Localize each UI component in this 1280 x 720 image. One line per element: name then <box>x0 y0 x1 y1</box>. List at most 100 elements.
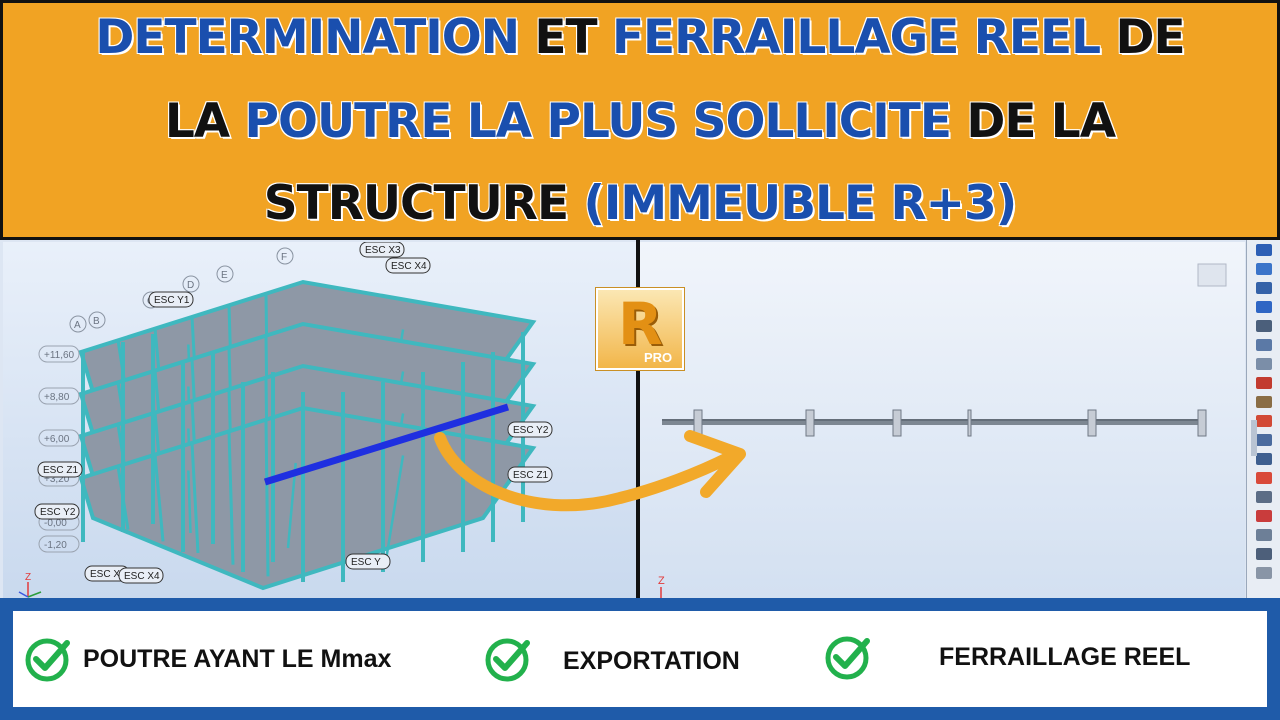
spring-icon[interactable] <box>1256 434 1272 446</box>
viewport-divider[interactable] <box>636 240 640 598</box>
structure-model: ABCDEF+11,60+8,80+6,00+3,20-0,00-1,20ESC… <box>18 242 553 598</box>
checklist-item-mmax: POUTRE AYANT LE Mmax <box>83 645 392 673</box>
esc-tag-label: ESC X1 <box>90 569 126 580</box>
title-line-2: LA POUTRE LA PLUS SOLLICITE DE LA <box>3 92 1277 152</box>
esc-tag-label: ESC X3 <box>365 245 401 256</box>
grid-axis-label: D <box>187 280 194 291</box>
esc-tag <box>359 242 405 258</box>
robot-logo-sub: PRO <box>644 350 673 365</box>
title-segment: ET <box>534 10 612 66</box>
esc-tag <box>148 291 194 308</box>
beam-support[interactable] <box>1087 409 1097 437</box>
title-banner: DETERMINATION ET FERRAILLAGE REEL DE LA … <box>0 0 1280 240</box>
bracket-icon[interactable] <box>1256 472 1272 484</box>
axis-z-label: Z <box>658 575 665 587</box>
check-circle-icon <box>485 638 530 682</box>
level-marker <box>38 345 80 363</box>
export-icon[interactable] <box>1256 529 1272 541</box>
structure-icon[interactable] <box>1256 263 1272 275</box>
esc-tag <box>385 257 431 274</box>
robot-logo-letter: R <box>618 290 663 358</box>
grid-axis-marker <box>88 311 106 329</box>
esc-tag <box>118 567 164 584</box>
robot-logo-icon: R PRO <box>596 288 684 370</box>
highlighted-beam[interactable] <box>263 403 510 486</box>
beam-icon[interactable] <box>1256 339 1272 351</box>
cloud-icon[interactable] <box>1256 567 1272 579</box>
title-segment: DE <box>1115 10 1186 66</box>
beam-drawing: Z <box>658 263 1227 598</box>
esc-tag-label: ESC Y <box>351 557 381 568</box>
beam-support[interactable] <box>805 409 815 437</box>
esc-tag-label: ESC Y1 <box>154 295 190 306</box>
node-icon[interactable] <box>1256 358 1272 370</box>
side-toolbar <box>1246 240 1280 598</box>
beam-view[interactable]: Z <box>640 242 1245 598</box>
level-marker <box>38 535 80 553</box>
checklist-item-export: EXPORTATION <box>563 647 740 675</box>
grid-axis-marker <box>69 315 87 333</box>
title-line-3: STRUCTURE (IMMEUBLE R+3) <box>3 174 1277 234</box>
esc-tag-label: ESC Z1 <box>513 470 548 481</box>
load-icon[interactable] <box>1256 282 1272 294</box>
beam-support[interactable] <box>967 409 972 437</box>
structure-3d-view[interactable]: ABCDEF+11,60+8,80+6,00+3,20-0,00-1,20ESC… <box>3 242 636 598</box>
section-icon[interactable] <box>1256 301 1272 313</box>
toolbar-scrollbar[interactable] <box>1251 420 1257 456</box>
esc-tag <box>34 503 80 520</box>
level-label: -1,20 <box>44 540 67 551</box>
grid-axis-label: F <box>281 252 287 263</box>
axis-z-label: Z <box>25 572 31 583</box>
beam <box>190 442 200 554</box>
tool-icon[interactable] <box>1256 320 1272 332</box>
title-segment: (IMMEUBLE R+3) <box>583 176 1018 232</box>
esc-tag-label: ESC Y2 <box>513 425 549 436</box>
checklist-bar: POUTRE AYANT LE Mmax EXPORTATION FERRAIL… <box>0 598 1280 720</box>
esc-tag <box>345 553 391 570</box>
title-segment: POUTRE LA PLUS SOLLICITE <box>244 94 967 150</box>
column-icon[interactable] <box>1256 453 1272 465</box>
member-icon[interactable] <box>1256 377 1272 389</box>
support-icon[interactable] <box>1256 396 1272 408</box>
axis-y-line <box>18 591 29 598</box>
esc-tag-label: ESC Y2 <box>40 507 76 518</box>
ratio-icon[interactable] <box>1256 415 1272 427</box>
beam <box>187 470 192 534</box>
panel-icon[interactable] <box>1256 510 1272 522</box>
title-segment: DETERMINATION <box>95 10 535 66</box>
esc-tag-label: ESC X4 <box>124 571 160 582</box>
view-cube-icon[interactable] <box>1197 263 1227 287</box>
level-label: +8,80 <box>44 392 70 403</box>
view-3d-icon[interactable] <box>1256 244 1272 256</box>
beam <box>384 455 405 564</box>
beam-support[interactable] <box>1197 409 1207 437</box>
check-circle-icon <box>825 636 870 680</box>
grid-axis-label: B <box>93 316 100 327</box>
level-label: +6,00 <box>44 434 70 445</box>
grid-axis-label: A <box>74 320 81 331</box>
checklist-panel: POUTRE AYANT LE Mmax EXPORTATION FERRAIL… <box>13 611 1267 707</box>
grid-axis-marker <box>182 275 200 293</box>
load-case-icon[interactable] <box>1256 491 1272 503</box>
level-label: +11,60 <box>44 350 75 361</box>
beam-support[interactable] <box>693 409 703 437</box>
grid-axis-marker <box>276 247 294 265</box>
title-segment: DE LA <box>966 94 1117 150</box>
grid-axis-marker <box>216 265 234 283</box>
title-segment: STRUCTURE <box>263 176 584 232</box>
level-marker <box>38 387 80 405</box>
title-segment: LA <box>164 94 245 150</box>
beam <box>227 431 235 565</box>
check-circle-icon <box>25 638 70 682</box>
level-label: +3,20 <box>44 474 70 485</box>
beam-support[interactable] <box>892 409 902 437</box>
level-label: -0,00 <box>44 518 67 529</box>
grid-axis-label: E <box>221 270 228 281</box>
table-icon[interactable] <box>1256 548 1272 560</box>
checklist-item-ferraillage: FERRAILLAGE REEL <box>939 643 1191 671</box>
title-line-1: DETERMINATION ET FERRAILLAGE REEL DE <box>3 8 1277 68</box>
beam <box>264 419 270 577</box>
esc-tag-label: ESC X4 <box>391 261 427 272</box>
beam <box>286 462 297 549</box>
level-marker <box>38 429 80 447</box>
